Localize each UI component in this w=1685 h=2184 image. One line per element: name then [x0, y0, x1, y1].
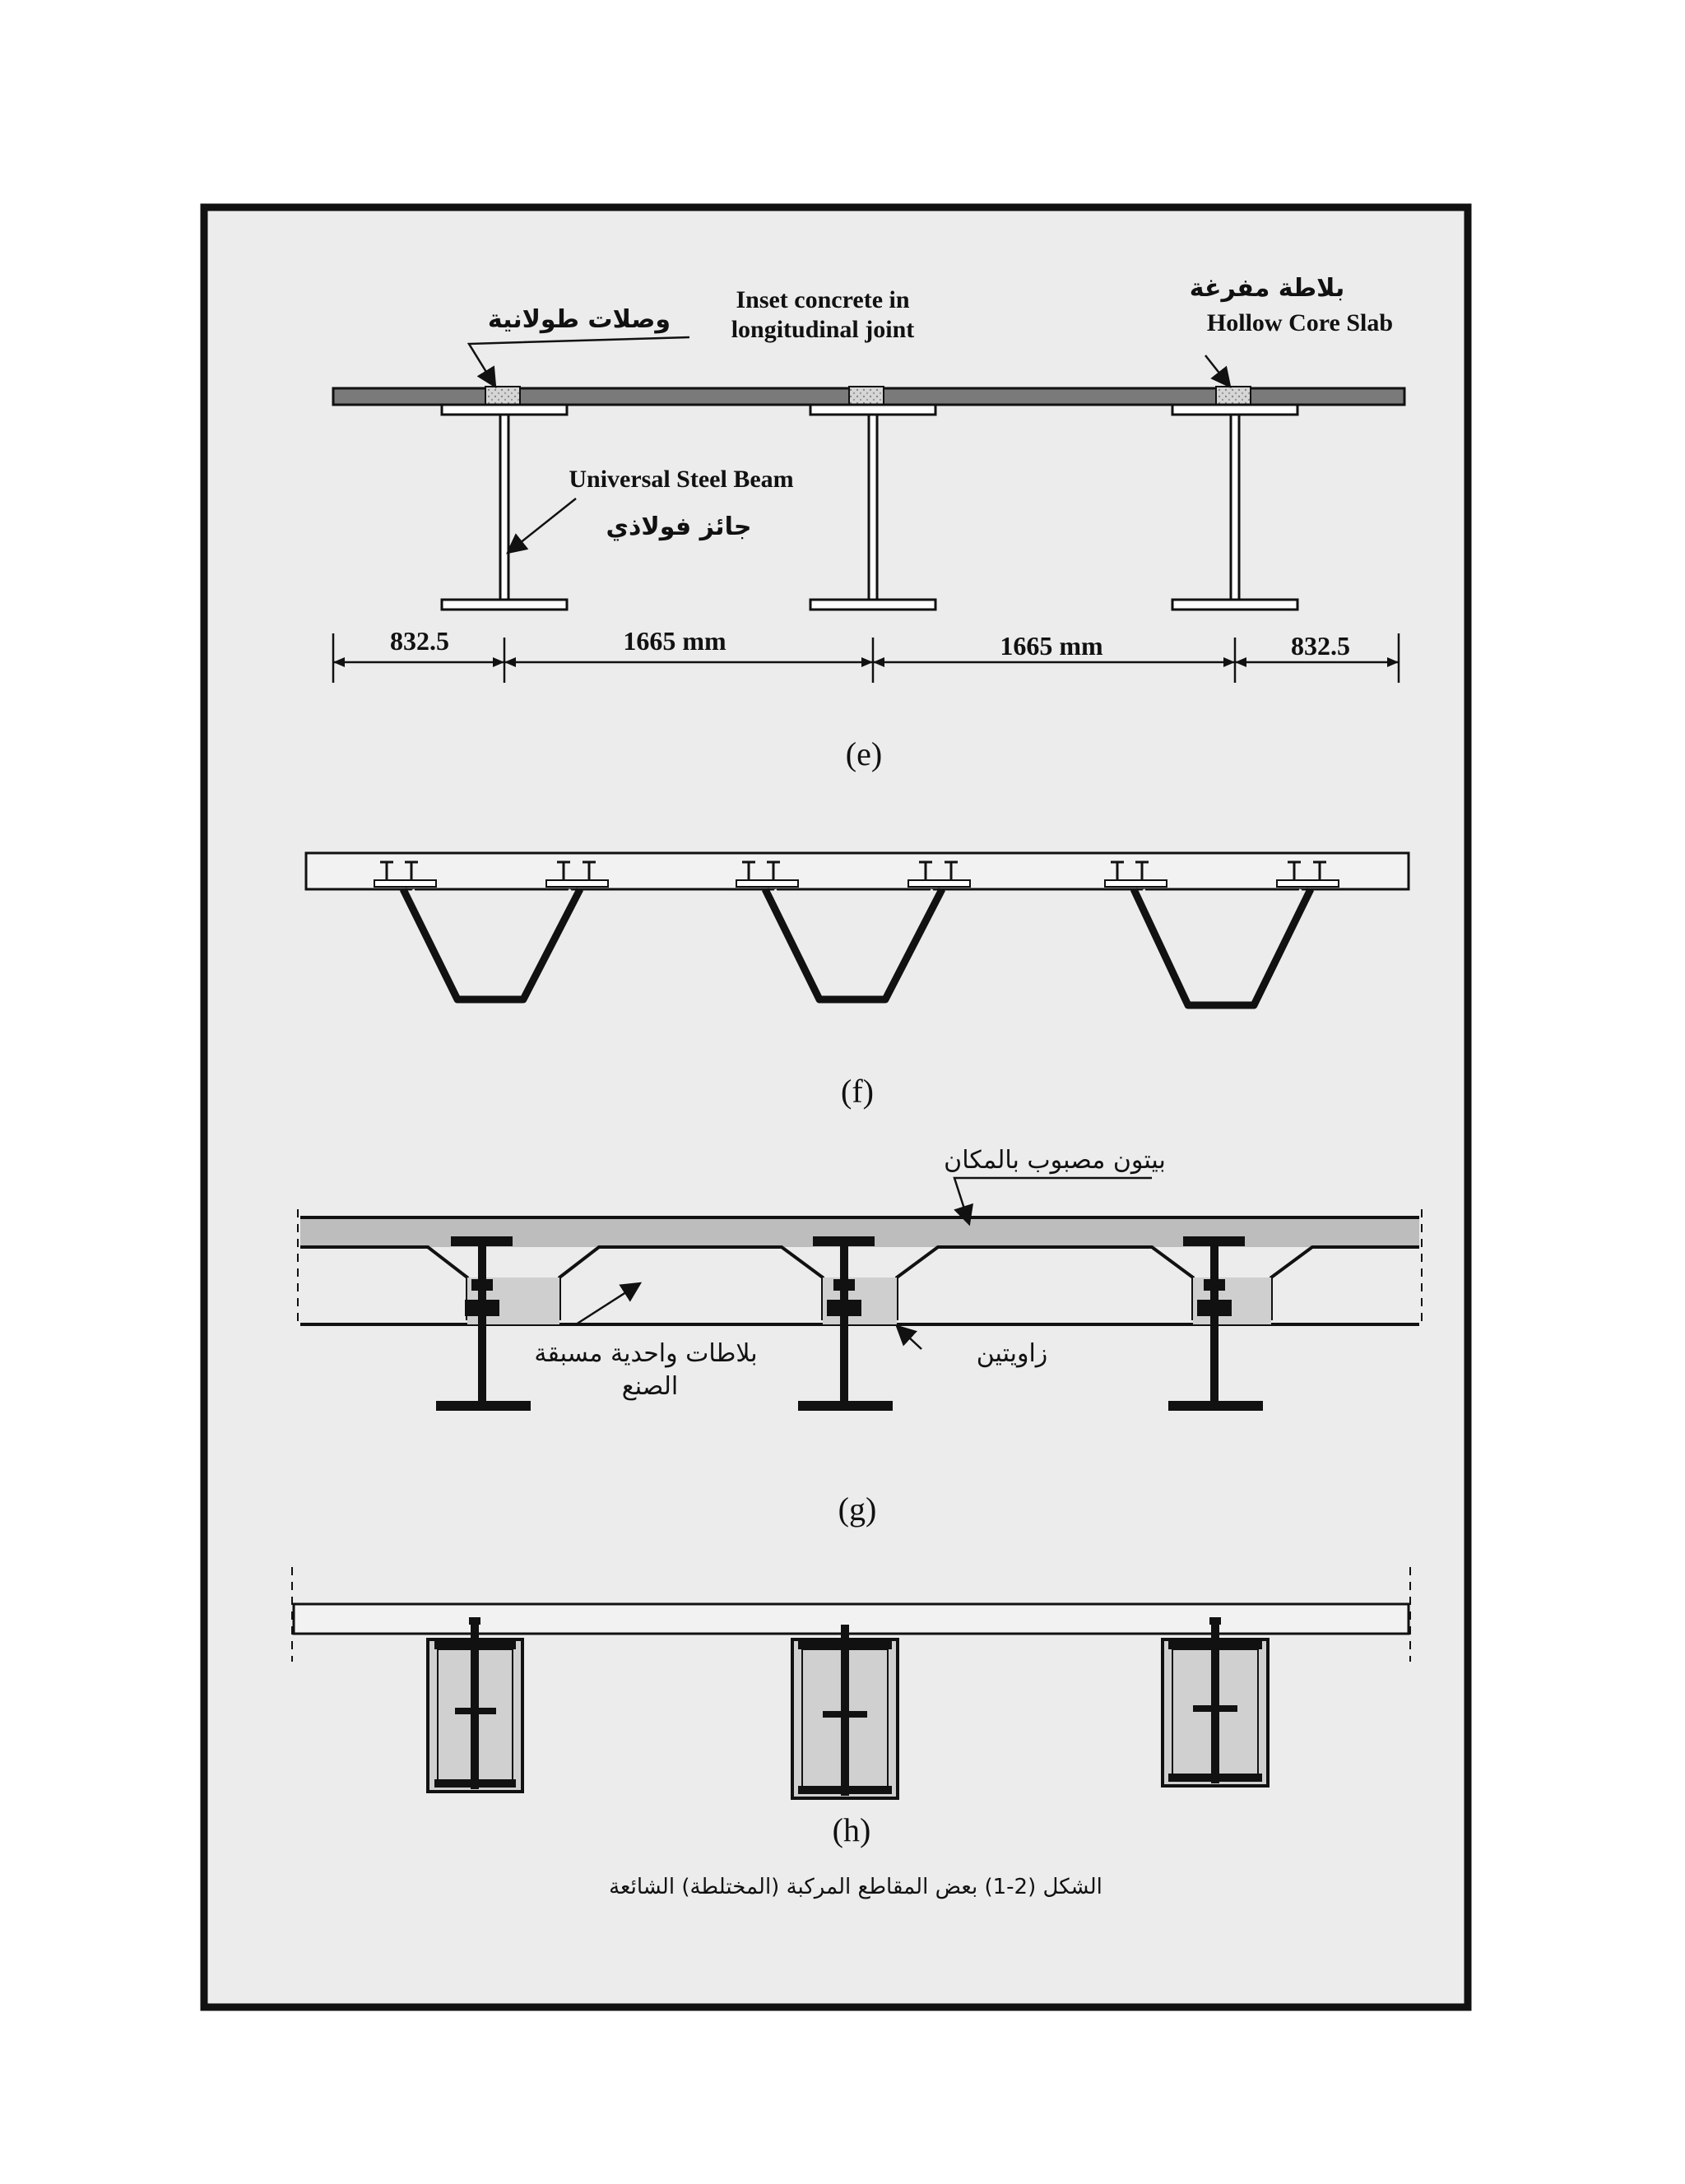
leader-hollow-core	[1205, 355, 1232, 388]
dimension-line	[332, 633, 1400, 683]
label-precast-units-line1: بلاطات واحدية مسبقة	[534, 1339, 757, 1368]
dim-label-2: 1665 mm	[623, 626, 726, 656]
label-angles-ar: زاويتين	[977, 1339, 1048, 1368]
panel-label-g: (g)	[838, 1491, 877, 1528]
trapezoidal-box-girder-1	[374, 860, 609, 1004]
dim-label-4: 832.5	[1291, 631, 1350, 661]
label-inset-concrete-line1: Inset concrete in	[736, 286, 909, 313]
label-hollow-core-ar: بلاطة مفرغة	[1190, 274, 1344, 303]
trapezoidal-box-girder-3	[1104, 860, 1339, 1009]
panel-f: (f)	[304, 851, 1410, 1110]
page-frame	[200, 203, 1472, 2011]
panel-g: بيتون مصبوب بالمكان بلاطات واحدية مسبقة …	[297, 1146, 1423, 1528]
concrete-deck-h	[292, 1602, 1410, 1635]
encased-beam-2	[791, 1625, 899, 1800]
encased-beam-1	[426, 1617, 524, 1793]
leader-longitudinal-joint	[467, 336, 690, 389]
label-longitudinal-joints-ar: وصلات طولانية	[488, 305, 671, 334]
panel-h: (h)	[291, 1567, 1411, 1848]
panel-e: وصلات طولانية Inset concrete in longitud…	[332, 274, 1406, 772]
trapezoidal-box-girder-2	[736, 860, 971, 1004]
label-inset-concrete-line2: longitudinal joint	[731, 316, 915, 343]
panel-label-f: (f)	[841, 1073, 874, 1110]
leader-cast-in-place	[953, 1176, 1152, 1226]
label-hollow-core-en: Hollow Core Slab	[1207, 309, 1393, 336]
steel-beam-1	[440, 403, 569, 611]
label-steel-beam-en: Universal Steel Beam	[569, 466, 793, 493]
panel-label-h: (h)	[833, 1811, 871, 1848]
dim-label-3: 1665 mm	[1000, 631, 1103, 661]
g-steel-beam-2	[798, 1236, 893, 1411]
steel-beam-2	[809, 403, 937, 611]
dim-label-1: 832.5	[390, 626, 449, 656]
encased-beam-3	[1161, 1617, 1270, 1788]
concrete-deck-f	[304, 851, 1410, 891]
leader-angles	[895, 1324, 922, 1350]
label-cast-in-place-ar: بيتون مصبوب بالمكان	[944, 1146, 1166, 1175]
leader-steel-beam	[506, 498, 577, 554]
precast-slab-units	[300, 1245, 1419, 1320]
g-steel-beam-1	[436, 1236, 531, 1411]
g-steel-beam-3	[1168, 1236, 1263, 1411]
label-precast-units-line2: الصنع	[622, 1372, 679, 1401]
leader-precast-units	[575, 1282, 643, 1326]
figure-caption: الشكل (2-1) بعض المقاطع المركبة (المختلط…	[609, 1875, 1102, 1899]
label-steel-beam-ar: جائز فولاذي	[606, 512, 752, 541]
inset-joint-3	[1215, 386, 1251, 407]
panel-label-e: (e)	[846, 735, 882, 772]
steel-beam-3	[1171, 403, 1299, 611]
inset-joint-2	[848, 386, 884, 407]
inset-joint-1	[485, 386, 521, 407]
